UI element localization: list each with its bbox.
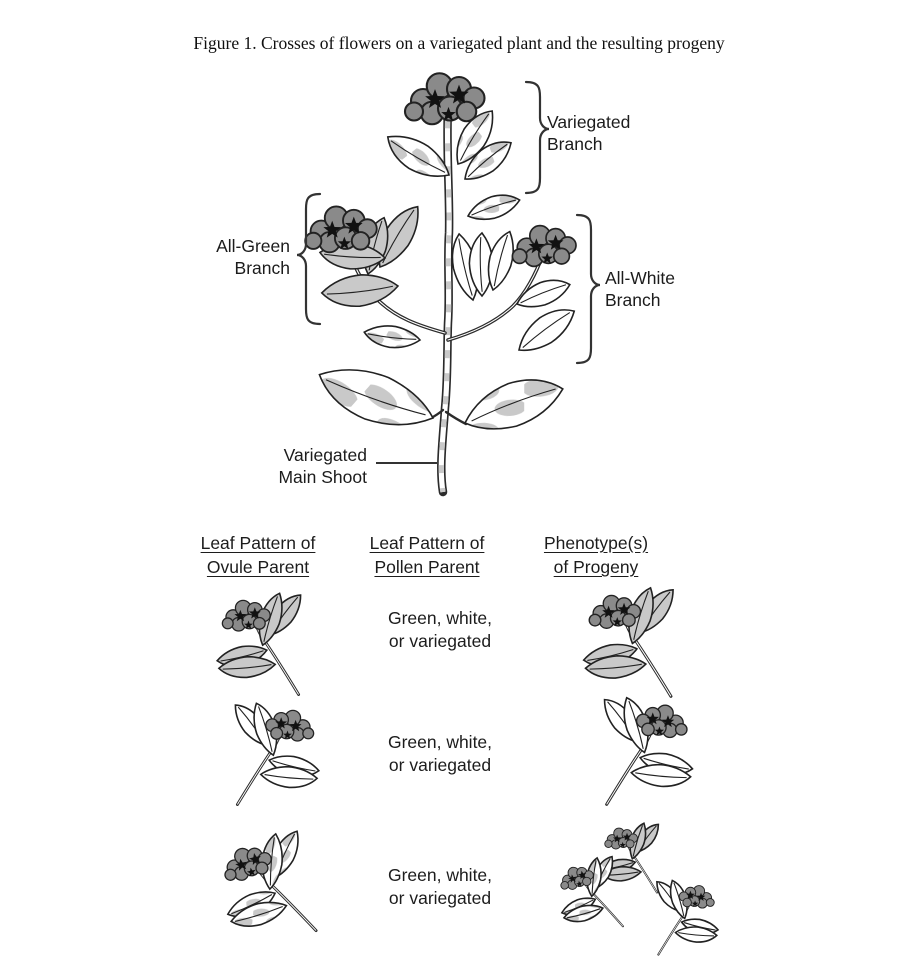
col-header-progeny: Phenotype(s) of Progeny (543, 533, 649, 577)
all-green-branch-brace (296, 192, 322, 326)
row2-ovule-parent-sprig (214, 694, 326, 808)
col-header-ovule-parent: Leaf Pattern of Ovule Parent (200, 533, 316, 577)
main-stem-variegated (437, 103, 454, 497)
all-white-branch-label: All-White Branch (605, 268, 676, 310)
sprig-white (597, 693, 695, 804)
braces (296, 80, 601, 365)
row3-progeny-sprig-cluster (538, 810, 768, 968)
col-header-pollen-parent: Leaf Pattern of Pollen Parent (369, 533, 485, 577)
row3-pollen-parent-text: Green, white, or variegated (387, 865, 493, 908)
all-white-branch-brace (575, 213, 601, 365)
variegated-branch-brace (524, 80, 550, 195)
sprig-white (651, 877, 719, 954)
variegated-branch-flowers (405, 73, 485, 124)
row3-ovule-parent-sprig (216, 826, 330, 942)
all-green-branch-label: All-Green Branch (216, 236, 290, 278)
variegated-branch-label: Variegated Branch (547, 112, 631, 154)
main-plant-illustration (296, 78, 601, 497)
row1-progeny-sprig (576, 578, 696, 700)
sprig-green (600, 820, 664, 892)
sprig-green (215, 589, 308, 694)
sprig-white (228, 699, 321, 804)
all-white-branch-flowers (512, 226, 576, 267)
variegated-main-shoot-label: Variegated Main Shoot (278, 445, 367, 487)
sprig-variegated (211, 824, 326, 949)
row2-progeny-sprig (582, 688, 700, 808)
row1-ovule-parent-sprig (210, 584, 322, 698)
all-green-branch-flowers (305, 206, 377, 252)
sprig-green (582, 583, 681, 696)
figure-title: Figure 1. Crosses of flowers on a varieg… (193, 33, 725, 53)
row2-pollen-parent-text: Green, white, or variegated (387, 732, 493, 775)
row1-pollen-parent-text: Green, white, or variegated (387, 608, 493, 651)
